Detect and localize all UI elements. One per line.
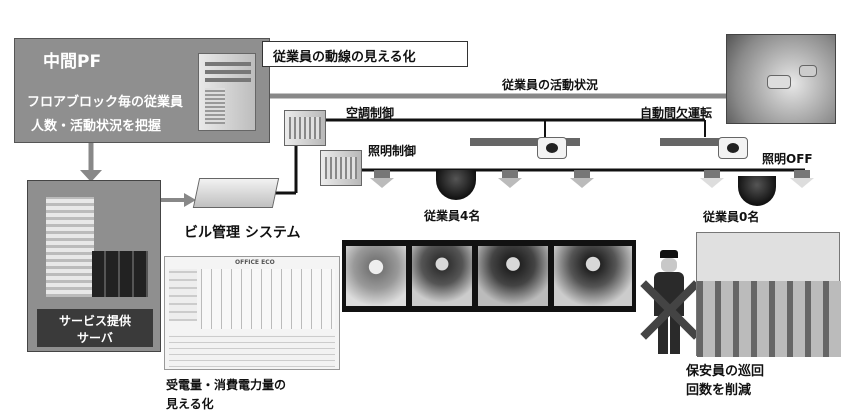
pf-server-tower-icon: [198, 53, 256, 131]
activity-status-label: 従業員の活動状況: [502, 78, 599, 92]
lighting-control-label: 照明制御: [368, 144, 417, 158]
employee-photo: [554, 246, 632, 306]
ac-unit-icon: [537, 137, 567, 159]
power-visualization-label-line1: 受電量・消費電力量の: [166, 378, 287, 392]
pf-desc-line2: 人数・活動状況を把握: [31, 119, 162, 134]
ceiling-light-icon: [570, 170, 594, 190]
service-server-label-line1: サービス提供: [59, 314, 132, 328]
lights-off-label: 照明OFF: [762, 152, 813, 166]
ceiling-light-icon: [370, 170, 394, 190]
ac-unit-icon: [718, 137, 748, 159]
ceiling-light-icon: [700, 170, 724, 190]
flow-visualization-label-box: 従業員の動線の見える化: [262, 41, 468, 67]
service-server-label-line2: サーバ: [77, 331, 113, 345]
flow-visualization-label: 従業員の動線の見える化: [273, 50, 416, 65]
guard-reduction-label-line2: 回数を削減: [686, 383, 752, 398]
service-server-box: サービス提供 サーバ: [27, 180, 161, 352]
bms-screen-thumbnail: OFFICE ECO: [164, 256, 340, 370]
dome-camera-icon: [738, 176, 776, 206]
security-guard-icon: [650, 250, 688, 354]
ceiling-light-icon: [790, 170, 814, 190]
lighting-controller-icon: [320, 150, 362, 186]
employee-photo: [412, 246, 472, 306]
intermittent-operation-label: 自動間欠運転: [640, 106, 713, 120]
ceiling-light-icon: [498, 170, 522, 190]
hvac-control-label: 空調制御: [346, 106, 395, 120]
pf-box: 中間PF フロアブロック毎の従業員 人数・活動状況を把握: [14, 38, 270, 143]
camera-view-panel: [342, 240, 636, 312]
screen-logo: OFFICE ECO: [235, 259, 275, 266]
pf-desc-line1: フロアブロック毎の従業員: [27, 95, 184, 110]
empty-office-photo: [696, 232, 841, 357]
bms-appliance-icon: [192, 178, 280, 208]
pf-to-server-arrowhead: [80, 170, 102, 182]
hvac-controller-icon: [284, 110, 326, 146]
guard-reduction-label-line1: 保安員の巡回: [686, 364, 765, 379]
cross-out-mark: [636, 276, 704, 344]
power-visualization-label-line2: 見える化: [166, 397, 214, 411]
server-to-bms-arrowhead: [184, 193, 196, 207]
employee-photo: [478, 246, 548, 306]
employees-4-label: 従業員4名: [424, 209, 481, 223]
service-server-label-box: サービス提供 サーバ: [37, 309, 153, 347]
employee-photo: [346, 246, 406, 306]
bms-label: ビル管理 システム: [184, 225, 301, 241]
pf-title: 中間PF: [43, 52, 102, 72]
ceiling-sensor-photo: [726, 34, 836, 124]
office-building-icon: [46, 197, 94, 297]
employees-0-label: 従業員0名: [703, 210, 760, 224]
server-rack-icon: [92, 251, 148, 297]
